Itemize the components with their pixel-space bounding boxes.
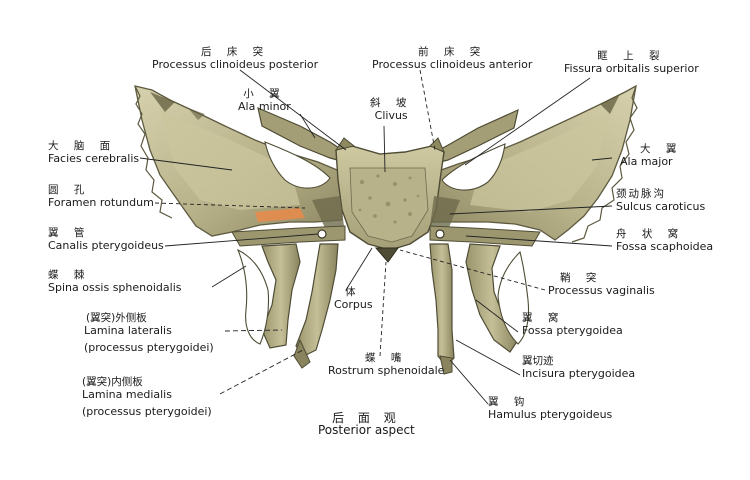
medial-pterygoid-plate-left xyxy=(295,243,339,357)
medial-pterygoid-plate-right xyxy=(429,243,455,367)
rostrum-sphenoidale xyxy=(374,247,399,263)
label-fissura-orbitalis-superior: 眶 上 裂 Fissura orbitalis superior xyxy=(564,50,699,75)
label-fossa-pterygoidea: 翼 窝 Fossa pterygoidea xyxy=(522,312,623,337)
caption-posterior-aspect: 后 面 观 Posterior aspect xyxy=(318,411,415,437)
superior-orbital-fissure-left xyxy=(264,141,331,189)
label-incisura-pterygoidea: 翼切迹 Incisura pterygoidea xyxy=(522,355,636,380)
label-ala-minor: 小 翼 Ala minor xyxy=(238,88,291,113)
label-fossa-scaphoidea: 舟 状 窝 Fossa scaphoidea xyxy=(616,228,714,253)
label-processus-clinoideus-posterior: 后 床 突 Processus clinoideus posterior xyxy=(152,46,319,71)
label-foramen-rotundum: 圆 孔 Foramen rotundum xyxy=(48,184,154,209)
label-canalis-pterygoideus: 翼 管 Canalis pterygoideus xyxy=(48,227,164,252)
foramen-rotundum-marking xyxy=(255,208,305,222)
label-facies-cerebralis: 大 脑 面 Facies cerebralis xyxy=(48,140,140,165)
pterygoid-canal-right xyxy=(435,229,445,239)
label-corpus: 体 Corpus xyxy=(334,286,373,311)
label-lamina-lateralis: (翼突)外侧板 Lamina lateralis (processus pter… xyxy=(84,312,214,354)
label-processus-clinoideus-anterior: 前 床 突 Processus clinoideus anterior xyxy=(372,46,533,71)
label-lamina-medialis: (翼突)内侧板 Lamina medialis (processus ptery… xyxy=(82,376,212,418)
leader-lines xyxy=(139,69,613,405)
label-processus-vaginalis: 鞘 突 Processus vaginalis xyxy=(548,272,655,297)
label-sulcus-caroticus: 颈动脉沟 Sulcus caroticus xyxy=(616,188,706,213)
label-rostrum-sphenoidale: 蝶 嘴 Rostrum sphenoidale xyxy=(328,352,445,377)
label-ala-major: 大 翼 Ala major xyxy=(620,143,683,168)
lateral-pterygoid-plate-left xyxy=(261,243,301,349)
pterygoid-canal-left xyxy=(317,229,327,239)
label-clivus: 斜 坡 Clivus xyxy=(370,97,413,122)
label-hamulus-pterygoideus: 翼 钩 Hamulus pterygoideus xyxy=(488,396,613,421)
label-spina-ossis-sphenoidalis: 蝶 棘 Spina ossis sphenoidalis xyxy=(48,269,182,294)
